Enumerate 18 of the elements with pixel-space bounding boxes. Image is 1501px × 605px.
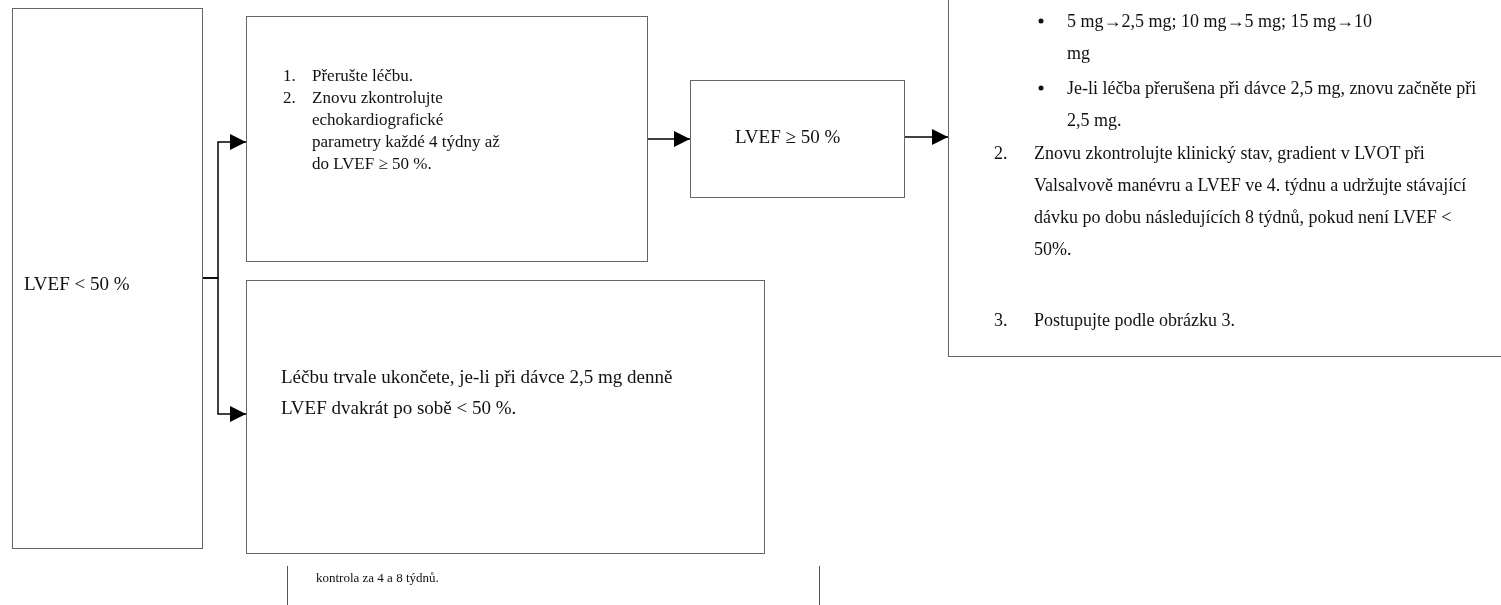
condition-box <box>690 80 905 198</box>
numbered-item: 2. Znovu zkontrolujte klinický stav, gradient v LVOT při Valsalvově manévru a LVEF ve 4. týdnu a udržujte stávající dávku po dobu následujících 8 týdnů, pokud není LVEF < 50%. <box>994 142 1468 261</box>
arrow <box>904 129 949 145</box>
node-text: LVEF ≥ 50 % <box>735 126 842 149</box>
node-text: LVEF < 50 % <box>24 273 131 296</box>
node-text: kontrola za 4 a 8 týdnů. <box>316 570 440 586</box>
node-text: Léčbu trvale ukončete, je-li při dávce 2,5 mg denně LVEF dvakrát po sobě < 50 %. <box>281 365 674 420</box>
instruction-box <box>948 0 1501 357</box>
arrow <box>202 277 247 422</box>
bullet-item: 5 mg→2,5 mg; 10 mg→5 mg; 15 mg→10 mg <box>1067 11 1372 63</box>
process-box <box>246 280 765 554</box>
numbered-item: 2. Znovu zkontrolujte echokardiografické parametry každé 4 týdny až do LVEF ≥ 50 %. <box>283 87 501 175</box>
numbered-item: 1. Přerušte léčbu. <box>283 65 415 87</box>
process-box <box>246 16 648 262</box>
condition-box <box>12 8 203 549</box>
numbered-item: 3. Postupujte podle obrázku 3. <box>994 309 1236 332</box>
arrow <box>647 131 691 147</box>
bullet-item: Je-li léčba přerušena při dávce 2,5 mg, znovu začněte při 2,5 mg. <box>1067 78 1477 130</box>
